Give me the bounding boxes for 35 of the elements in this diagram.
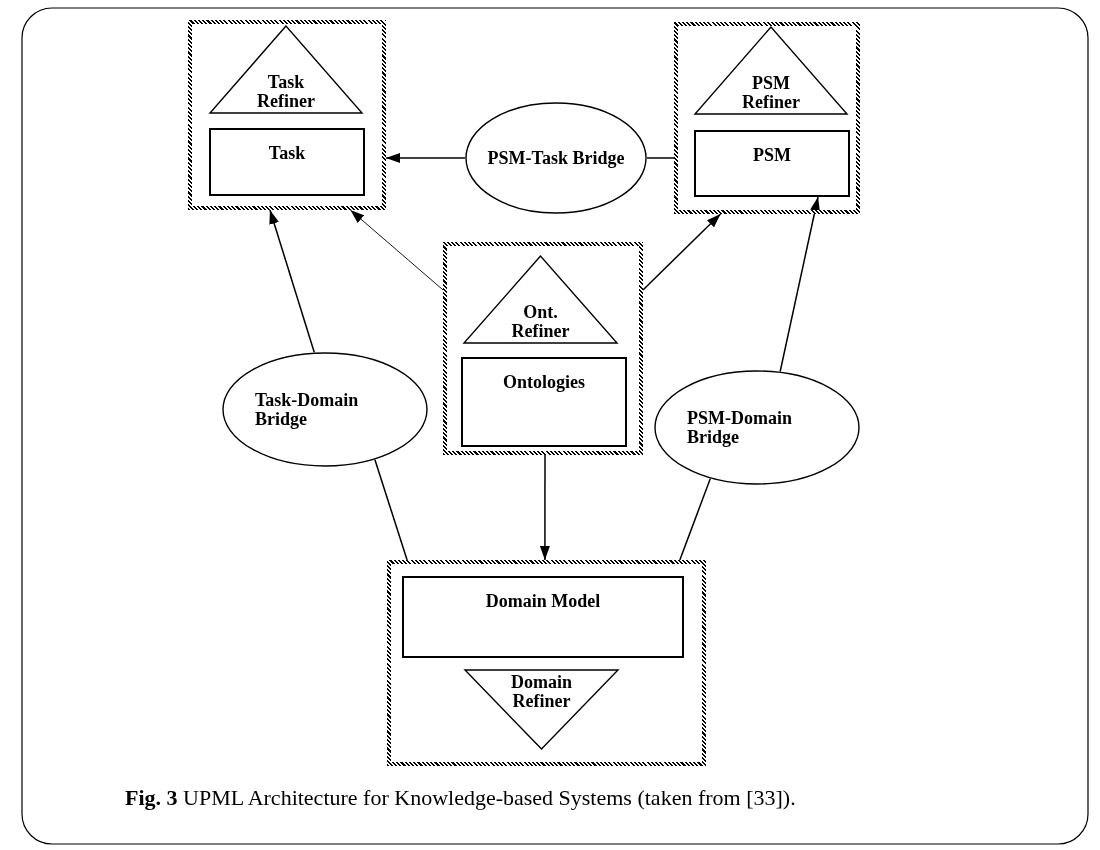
- hatched-frame: [188, 20, 386, 210]
- refiner-triangle: [464, 669, 619, 750]
- bridge-ellipse: [654, 370, 860, 485]
- connector-line: [679, 478, 711, 561]
- node-label: PSM-Domain Bridge: [687, 408, 793, 447]
- figure-caption: Fig. 3 UPML Architecture for Knowledge-based Systems (taken from [33]).: [125, 785, 796, 811]
- node-label: Ont. Refiner: [510, 303, 571, 341]
- connector-line: [646, 157, 675, 159]
- hatched-frame: [387, 560, 706, 766]
- bridge-ellipse: [222, 352, 428, 467]
- refiner-triangle: [209, 25, 363, 114]
- component-box: [461, 357, 627, 447]
- node-label: PSM-Task Bridge: [487, 148, 625, 168]
- hatched-frame: [674, 22, 860, 214]
- node-label: Ontologies: [503, 373, 585, 392]
- node-label: Task Refiner: [256, 73, 316, 111]
- node-label: Task-Domain Bridge: [255, 390, 360, 429]
- node-label: Task: [268, 144, 306, 163]
- node-label: PSM Refiner: [741, 74, 801, 112]
- refiner-triangle: [694, 26, 848, 115]
- component-box: [209, 128, 365, 196]
- arrow: [539, 454, 550, 561]
- node-label: Domain Model: [485, 592, 601, 611]
- arrow: [642, 213, 722, 291]
- arrow: [385, 152, 466, 163]
- bridge-ellipse: [465, 102, 647, 214]
- arrow: [779, 196, 820, 373]
- refiner-triangle: [463, 255, 618, 344]
- hatched-frame: [443, 242, 643, 455]
- component-box: [402, 576, 684, 658]
- component-box: [694, 130, 850, 197]
- arrow: [269, 209, 315, 354]
- connector-line: [374, 459, 408, 561]
- node-label: PSM: [753, 146, 791, 165]
- node-label: Domain Refiner: [510, 673, 573, 711]
